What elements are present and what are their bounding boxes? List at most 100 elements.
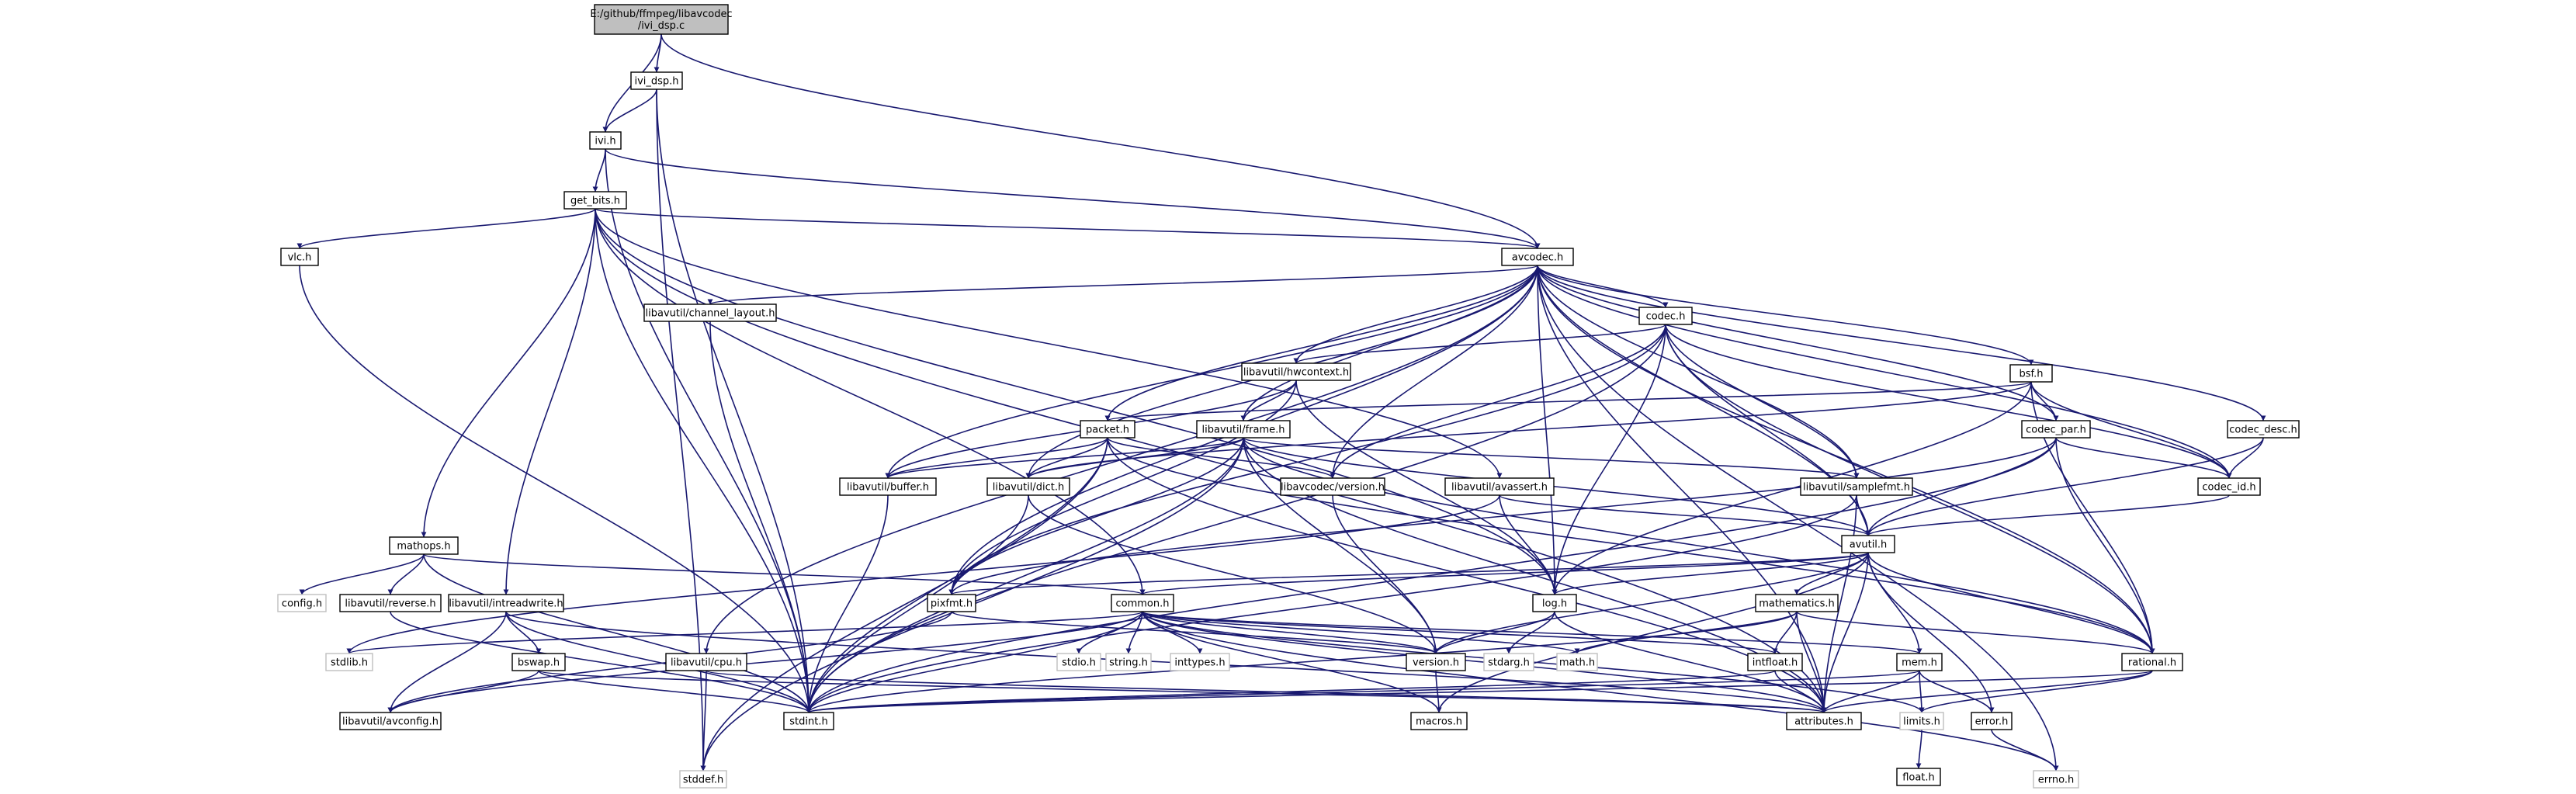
node-bswap[interactable]: bswap.h xyxy=(511,653,566,671)
node-intreadwrite[interactable]: libavutil/intreadwrite.h xyxy=(448,594,564,612)
edge-packet-to-buffer xyxy=(885,437,1108,479)
node-intfloat[interactable]: intfloat.h xyxy=(1747,653,1803,671)
edge-avcodec-to-codec_desc xyxy=(1537,265,2266,421)
node-limits: limits.h xyxy=(1899,712,1944,730)
edge-avcodec-to-samplefmt xyxy=(1537,265,1860,479)
node-samplefmt[interactable]: libavutil/samplefmt.h xyxy=(1800,477,1913,496)
edge-avassert-to-stdlib xyxy=(346,494,1500,654)
edge-ivi-to-stdint xyxy=(605,148,812,713)
node-errno: errno.h xyxy=(2033,770,2079,789)
edge-avcodec-to-buffer xyxy=(885,265,1538,479)
node-mathematics[interactable]: mathematics.h xyxy=(1755,594,1839,612)
node-packet[interactable]: packet.h xyxy=(1080,420,1135,439)
edge-mathops-to-reverse xyxy=(387,553,425,595)
node-dict[interactable]: libavutil/dict.h xyxy=(986,477,1070,496)
node-hwcontext[interactable]: libavutil/hwcontext.h xyxy=(1241,362,1351,381)
node-avcodec[interactable]: avcodec.h xyxy=(1501,248,1574,266)
edge-get_bits-to-common xyxy=(595,208,1146,595)
node-codec[interactable]: codec.h xyxy=(1638,307,1693,325)
edge-codec_par-to-codec_id xyxy=(2055,437,2232,479)
edge-samplefmt-to-stdint xyxy=(806,494,1857,713)
node-label-packet: packet.h xyxy=(1086,425,1129,436)
node-label-root: /ivi_dsp.c xyxy=(638,20,685,32)
node-buffer[interactable]: libavutil/buffer.h xyxy=(839,477,937,496)
edge-common-to-macros xyxy=(1142,611,1442,713)
node-frame[interactable]: libavutil/frame.h xyxy=(1196,420,1291,439)
node-ivi[interactable]: ivi.h xyxy=(589,131,622,150)
nodes-layer: E:/github/ffmpeg/libavcodec/ivi_dsp.civi… xyxy=(277,4,2300,789)
edge-get_bits-to-intreadwrite xyxy=(503,208,596,595)
node-codec-desc[interactable]: codec_desc.h xyxy=(2227,420,2300,439)
edge-mem-to-attributes xyxy=(1821,670,1920,713)
edge-avcodec-to-codec_id xyxy=(1537,265,2232,479)
edge-codec_desc-to-codec_id xyxy=(2226,437,2264,479)
node-label-get-bits: get_bits.h xyxy=(570,196,620,207)
edge-frame-to-stdint xyxy=(806,437,1244,713)
node-ivi-dsp[interactable]: ivi_dsp.h xyxy=(630,71,683,90)
node-pixfmt[interactable]: pixfmt.h xyxy=(927,594,976,612)
edge-pixfmt-to-version xyxy=(951,611,1439,654)
node-mathops[interactable]: mathops.h xyxy=(389,536,459,555)
node-label-math: math.h xyxy=(1559,657,1595,669)
edge-common-to-stdint xyxy=(806,611,1143,713)
node-vlc[interactable]: vlc.h xyxy=(280,248,319,266)
node-label-intreadwrite: libavutil/intreadwrite.h xyxy=(449,598,563,610)
edge-codec_par-to-rational xyxy=(2055,437,2155,654)
edge-packet-to-stddef xyxy=(700,437,1108,771)
node-avconfig[interactable]: libavutil/avconfig.h xyxy=(339,712,442,730)
node-bsf[interactable]: bsf.h xyxy=(2009,364,2053,383)
node-label-codec-id: codec_id.h xyxy=(2202,482,2255,494)
node-version[interactable]: version.h xyxy=(1406,653,1466,671)
node-channel-layout[interactable]: libavutil/channel_layout.h xyxy=(643,303,777,322)
node-reverse[interactable]: libavutil/reverse.h xyxy=(339,594,442,612)
node-get-bits[interactable]: get_bits.h xyxy=(563,191,627,210)
node-rational[interactable]: rational.h xyxy=(2121,653,2183,671)
node-avutil[interactable]: avutil.h xyxy=(1841,535,1895,553)
edge-reverse-to-stdint xyxy=(390,611,812,713)
node-label-frame: libavutil/frame.h xyxy=(1202,425,1285,436)
node-label-version: version.h xyxy=(1413,657,1459,669)
edge-get_bits-to-mathops xyxy=(421,208,596,538)
edge-get_bits-to-stdint xyxy=(595,208,812,713)
edge-avcodec-to-hwcontext xyxy=(1293,265,1538,364)
edge-bsf-to-rational xyxy=(2030,381,2155,654)
node-error[interactable]: error.h xyxy=(1971,712,2013,730)
node-log[interactable]: log.h xyxy=(1532,594,1577,612)
edge-avutil-to-log xyxy=(1551,552,1869,595)
edge-mathematics-to-intfloat xyxy=(1772,611,1798,654)
node-math: math.h xyxy=(1556,653,1598,671)
edge-codec_par-to-pixfmt xyxy=(948,437,2057,595)
node-mem[interactable]: mem.h xyxy=(1896,653,1943,671)
edge-ivi_dsp-to-stdint xyxy=(656,88,812,713)
node-attributes[interactable]: attributes.h xyxy=(1786,712,1862,730)
edge-samplefmt-to-attributes xyxy=(1821,494,1857,713)
edge-bsf-to-codec_id xyxy=(2030,381,2232,479)
node-label-stdint: stdint.h xyxy=(789,716,827,728)
node-label-stdarg: stdarg.h xyxy=(1488,657,1530,669)
edge-frame-to-rational xyxy=(1243,437,2155,654)
node-stdint[interactable]: stdint.h xyxy=(783,712,834,730)
node-label-mathematics: mathematics.h xyxy=(1759,598,1835,610)
edge-codec_id-to-avutil xyxy=(1865,494,2230,536)
node-label-log: log.h xyxy=(1542,598,1567,610)
edge-hwcontext-to-frame xyxy=(1240,380,1297,421)
edge-avcodec-to-channel_layout xyxy=(707,265,1538,305)
node-label-inttypes: inttypes.h xyxy=(1174,657,1225,669)
node-codec-id[interactable]: codec_id.h xyxy=(2197,477,2261,496)
edge-rational-to-stdint xyxy=(806,670,2153,713)
node-label-avutil: avutil.h xyxy=(1850,539,1888,551)
node-cpu[interactable]: libavutil/cpu.h xyxy=(665,653,747,671)
edge-frame-to-buffer xyxy=(885,437,1244,479)
node-avassert[interactable]: libavutil/avassert.h xyxy=(1444,477,1555,496)
edge-mem-to-limits xyxy=(1919,670,1925,713)
node-common[interactable]: common.h xyxy=(1111,594,1174,612)
node-avcversion[interactable]: libavcodec/version.h xyxy=(1280,477,1385,496)
edge-avassert-to-log xyxy=(1499,494,1558,595)
node-label-pixfmt: pixfmt.h xyxy=(931,598,973,610)
node-float[interactable]: float.h xyxy=(1896,768,1941,786)
edge-cpu-to-stddef xyxy=(700,670,707,771)
node-macros[interactable]: macros.h xyxy=(1410,712,1468,730)
node-codec-par[interactable]: codec_par.h xyxy=(2021,420,2091,439)
edge-ivi-to-avcodec xyxy=(605,148,1541,249)
edge-packet-to-stdint xyxy=(806,437,1108,713)
